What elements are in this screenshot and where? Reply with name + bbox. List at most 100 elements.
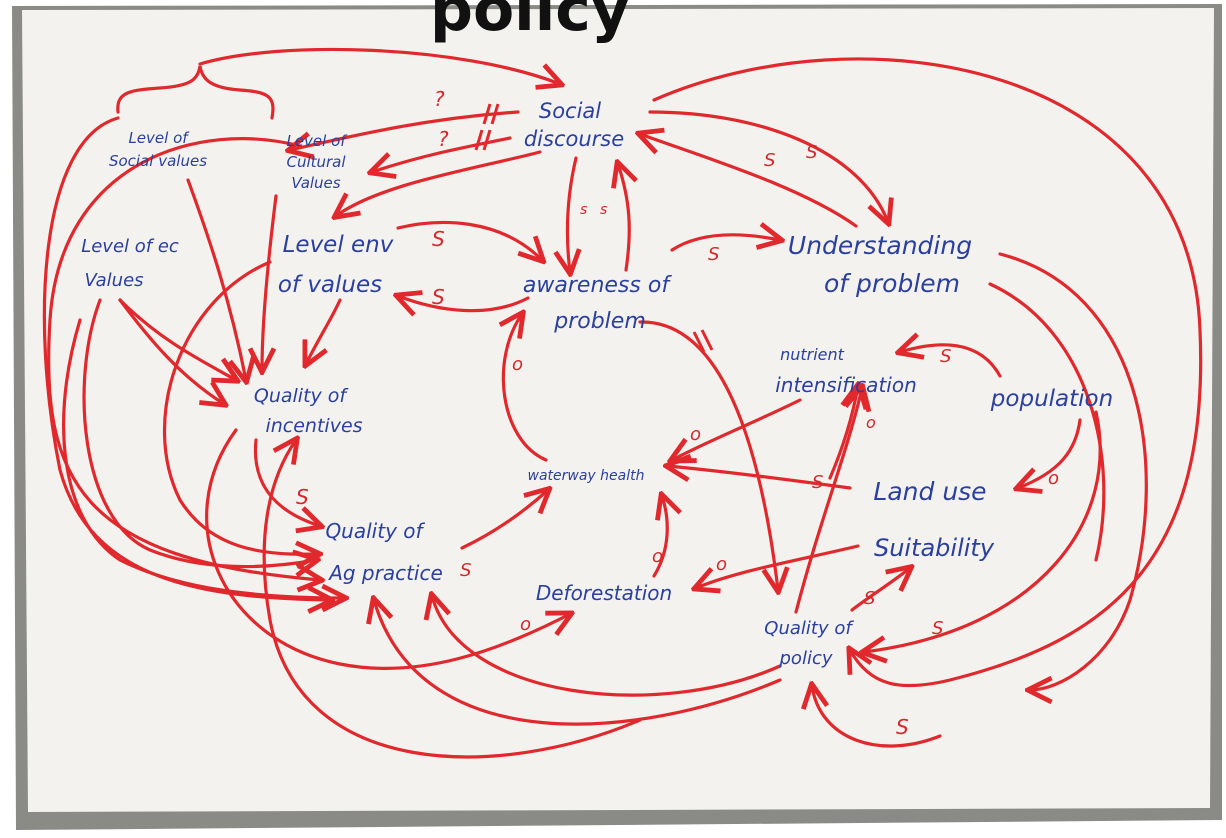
node-nutrient: nutrient intensification	[775, 345, 917, 397]
sign-awareness-left: S	[432, 285, 445, 309]
link-awareness-to-policy	[638, 320, 778, 590]
sign-question-1: ?	[434, 87, 445, 111]
sign-env: S	[432, 227, 445, 251]
link-awareness-to-understanding	[670, 235, 780, 252]
link-understanding-right-arc-2	[988, 282, 1106, 562]
link-econ-values-to-incentives	[118, 298, 236, 380]
node-social-discourse: Social discourse	[524, 99, 624, 151]
policy-quality-line-1: Quality of	[764, 618, 854, 639]
link-env-values-to-incentives	[306, 298, 342, 364]
link-policy-to-incentives-bottom	[262, 440, 642, 759]
node-policy-quality: Quality of policy	[764, 618, 854, 669]
social-values-line-1: Level of	[128, 129, 190, 147]
sign-ag-practice: S	[460, 560, 471, 581]
link-awareness-to-discourse	[618, 164, 629, 272]
link-policy-to-suitability	[850, 568, 910, 612]
ag-practice-line-2: Ag practice	[327, 561, 443, 585]
econ-values-line-2: Values	[84, 270, 143, 291]
deforestation-label: Deforestation	[536, 581, 672, 605]
nutrient-line-2: intensification	[775, 373, 917, 397]
link-env-values-to-awareness	[396, 220, 542, 260]
link-discourse-to-env-values	[336, 150, 542, 216]
link-discourse-to-understanding	[648, 110, 888, 222]
env-values-line-2: of values	[278, 272, 382, 298]
link-deforestation-to-waterway	[652, 496, 667, 578]
link-cultural-values-outer-loop	[47, 137, 320, 580]
social-discourse-line-2: discourse	[524, 127, 624, 151]
sign-discourse-1: S	[764, 150, 775, 171]
link-understanding-to-discourse	[640, 134, 858, 228]
social-discourse-line-1: Social	[539, 99, 601, 123]
sign-bottom-o: o	[520, 614, 531, 635]
sign-suitability: S	[864, 588, 875, 609]
node-land-use: Land use	[873, 477, 986, 506]
sign-deforestation-2: o	[716, 554, 727, 575]
sign-bottom: S	[896, 715, 909, 739]
delay-mark-2	[490, 103, 500, 125]
node-econ-values: Level of ec Values	[81, 236, 179, 291]
link-econ-values-to-ag-2	[62, 318, 344, 598]
population-label: population	[990, 386, 1113, 412]
sign-discourse-2: S	[806, 142, 817, 163]
link-bottom-loop-to-policy	[812, 686, 942, 748]
link-brace-to-discourse	[198, 47, 560, 84]
sign-mid-2: s	[600, 202, 607, 218]
sign-awareness-right: S	[708, 244, 719, 265]
link-waterway-to-awareness	[503, 314, 548, 462]
nutrient-line-1: nutrient	[780, 345, 845, 364]
node-understanding: Understanding of problem	[788, 231, 972, 298]
sign-incentives: S	[296, 485, 309, 509]
sign-land-use: o	[1048, 468, 1059, 489]
sign-waterway: o	[690, 424, 701, 445]
link-awareness-to-env-values	[398, 296, 530, 311]
link-discourse-to-cultural-values	[372, 136, 512, 172]
delay-mark-5	[692, 331, 706, 353]
brace-values	[116, 65, 275, 120]
cultural-values-line-3: Values	[291, 174, 340, 192]
sign-nutrient: o	[866, 413, 876, 432]
sign-mid-1: s	[580, 202, 587, 218]
cultural-values-line-1: Level of	[286, 132, 348, 150]
link-nutrient-to-waterway	[672, 398, 802, 460]
link-policy-to-ag-1	[374, 600, 782, 726]
link-discourse-to-policy-outer	[652, 57, 1203, 688]
sign-loop: o	[512, 354, 523, 375]
delay-mark-3	[474, 129, 484, 151]
node-deforestation: Deforestation	[536, 581, 672, 605]
incentives-line-2: incentives	[265, 415, 362, 437]
causal-links	[42, 47, 1203, 759]
link-econ-values-to-ag	[82, 298, 316, 567]
policy-quality-line-2: policy	[779, 648, 833, 669]
suitability-label: Suitability	[874, 534, 995, 562]
link-signs: ? ? S S S S S s s o S o o o S S S o o o …	[296, 87, 1059, 739]
land-use-label: Land use	[873, 477, 986, 506]
awareness-line-1: awareness of	[523, 273, 672, 298]
link-incentives-to-deforestation	[205, 428, 570, 671]
node-population: population	[990, 386, 1113, 412]
sign-deforestation: o	[652, 546, 663, 567]
understanding-line-1: Understanding	[788, 231, 972, 260]
understanding-line-2: of problem	[824, 269, 960, 298]
link-social-values-outer-loop	[42, 116, 330, 600]
waterway-label: waterway health	[528, 468, 645, 484]
link-policy-to-ag-2	[432, 596, 782, 697]
link-econ-values-to-incentives-2	[118, 298, 224, 404]
link-understanding-right-arc	[998, 252, 1148, 690]
delay-mark-6	[700, 329, 714, 351]
econ-values-line-1: Level of ec	[81, 236, 179, 257]
sign-population: S	[940, 346, 951, 367]
node-suitability: Suitability	[874, 534, 995, 562]
